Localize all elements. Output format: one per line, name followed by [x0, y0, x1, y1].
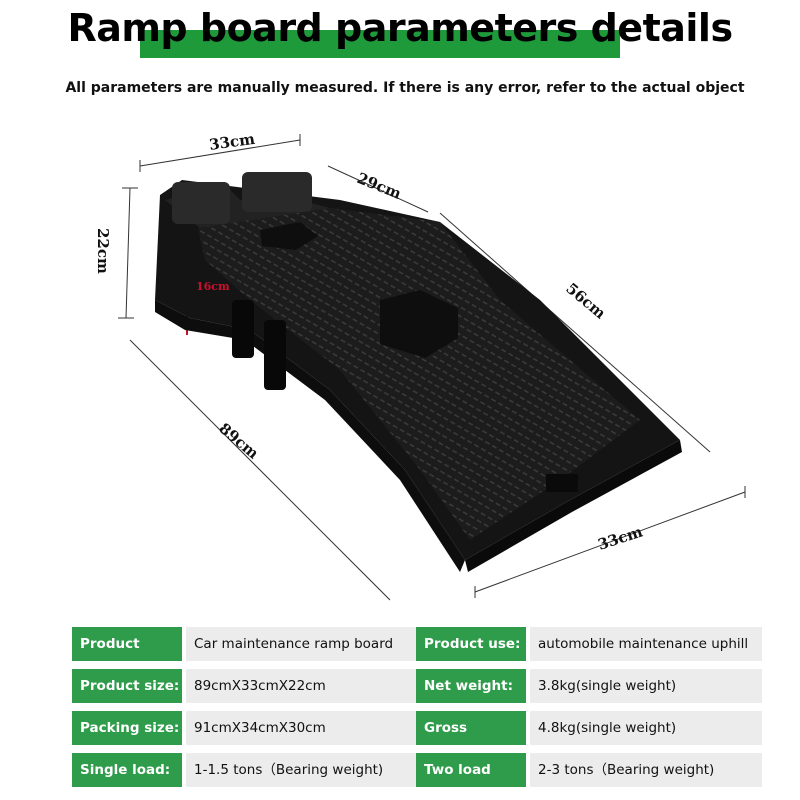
dim-total-length: 89cm — [215, 419, 262, 462]
spec-label: Two load — [416, 753, 526, 787]
spec-label: Packing size: — [72, 711, 182, 745]
spec-value: 4.8kg(single weight) — [530, 711, 762, 745]
spec-label: Product name: — [72, 627, 182, 686]
spec-label: Product size: — [72, 669, 182, 703]
dim-top-depth: 29cm — [355, 169, 404, 203]
spec-label: Product use: — [416, 627, 526, 661]
spec-value: 2-3 tons（Bearing weight) — [530, 753, 762, 787]
spec-value: automobile maintenance uphill — [530, 627, 762, 661]
page-title: Ramp board parameters details — [67, 6, 733, 50]
ramp-illustration: 33cm 29cm 22cm 16cm 56cm 89cm 33cm — [94, 130, 746, 601]
spec-label: Single load: — [72, 753, 182, 787]
page-subtitle: All parameters are manually measured. If… — [65, 80, 745, 96]
spec-row: Product name: Car maintenance ramp board… — [72, 627, 762, 686]
dim-inner-height: 16cm — [196, 280, 230, 293]
spec-value: 3.8kg(single weight) — [530, 669, 762, 703]
spec-label: Net weight: — [416, 669, 526, 703]
dim-top-width: 33cm — [208, 130, 256, 154]
spec-row: Single load: 1-1.5 tons（Bearing weight) … — [72, 753, 762, 787]
spec-row: Packing size: 91cmX34cmX30cm Gross weigh… — [72, 711, 762, 770]
ramp-body — [155, 172, 682, 572]
dim-height: 22cm — [94, 228, 112, 274]
dim-slope-length: 56cm — [562, 279, 609, 322]
spec-label: Gross weight: — [416, 711, 526, 770]
title-highlight — [140, 30, 620, 58]
dim-bottom-width: 33cm — [596, 522, 645, 553]
spec-row: Product size: 89cmX33cmX22cm Net weight:… — [72, 669, 762, 703]
